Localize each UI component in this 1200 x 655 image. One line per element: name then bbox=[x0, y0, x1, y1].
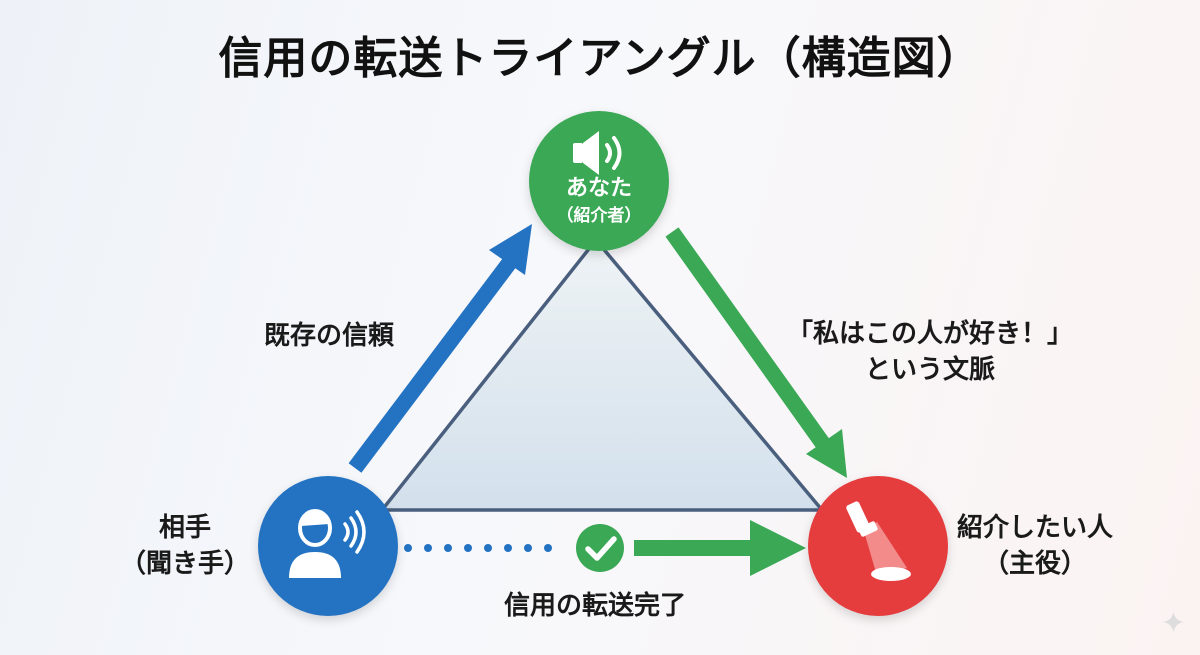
listener-label-line2: （聞き手） bbox=[119, 549, 250, 579]
speaker-icon bbox=[573, 131, 622, 175]
spotlight-icon bbox=[846, 501, 911, 581]
trust-triangle bbox=[380, 238, 824, 512]
page-title: 信用の転送トライアングル（構造図） bbox=[218, 33, 982, 84]
existing-trust-label: 既存の信頼 bbox=[264, 321, 395, 351]
introducer-label: あなた bbox=[565, 176, 632, 201]
context-label: 「私はこの人が好き！」 という文脈 bbox=[760, 316, 1100, 388]
check-circle-icon bbox=[576, 524, 624, 572]
transfer-dotted-line bbox=[404, 544, 552, 552]
listener-label-line1: 相手 bbox=[158, 513, 211, 543]
existing-trust-arrow bbox=[348, 224, 532, 473]
listener-node bbox=[258, 476, 398, 616]
context-label-line1: 「私はこの人が好き！」 bbox=[786, 319, 1073, 349]
context-arrow bbox=[665, 227, 847, 478]
sparkle-icon: ✦ bbox=[1160, 606, 1186, 641]
subject-label-line2: （主役） bbox=[982, 549, 1087, 579]
transfer-complete-label: 信用の転送完了 bbox=[504, 591, 687, 621]
subject-node bbox=[808, 476, 948, 616]
context-label-line2: という文脈 bbox=[864, 355, 995, 385]
person-listening-icon bbox=[289, 509, 366, 578]
introducer-node: あなた （紹介者） bbox=[529, 111, 669, 251]
transfer-complete-arrow bbox=[634, 520, 806, 576]
subject-label-line1: 紹介したい人 bbox=[956, 513, 1113, 543]
listener-label: 相手 （聞き手） bbox=[110, 510, 260, 582]
subject-label: 紹介したい人 （主役） bbox=[940, 510, 1130, 582]
introducer-sublabel: （紹介者） bbox=[556, 206, 642, 226]
